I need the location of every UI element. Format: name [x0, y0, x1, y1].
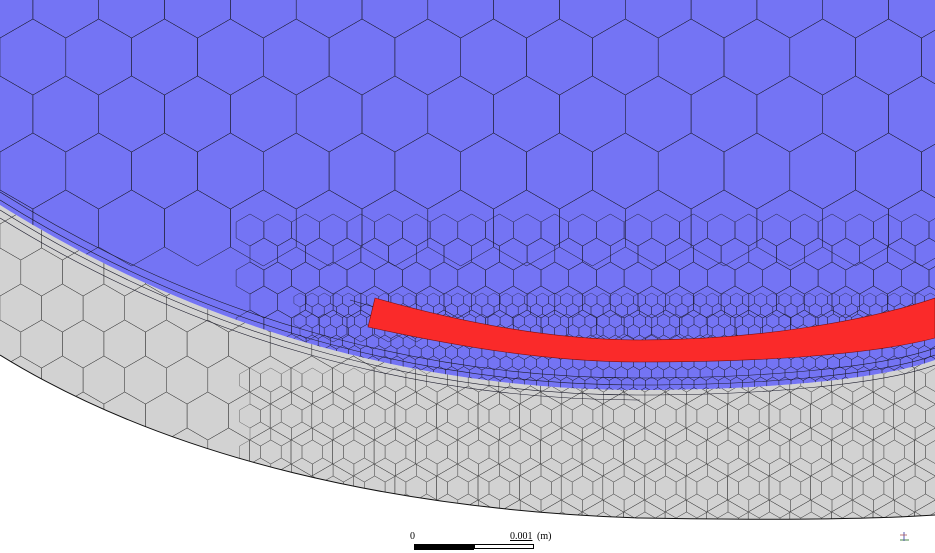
mesh-cell — [572, 511, 594, 520]
fluid-region — [0, 0, 935, 390]
mesh-cell — [842, 511, 864, 520]
mesh-cell — [578, 387, 592, 390]
mesh-cell — [779, 511, 801, 520]
scale-white-segment — [474, 544, 534, 549]
mesh-cell — [738, 511, 760, 520]
mesh-cell — [540, 499, 583, 520]
mesh-cell — [498, 499, 541, 520]
scale-black-segment — [414, 544, 474, 550]
mesh-cell — [706, 499, 749, 520]
mesh-cell — [581, 499, 624, 520]
outer-boundary — [0, 354, 935, 520]
mesh-cell — [655, 511, 677, 520]
mesh-cell — [789, 499, 832, 520]
mesh-cell — [627, 387, 640, 390]
mesh-cell — [862, 511, 885, 520]
mesh-cell — [717, 511, 739, 520]
scale-end-label: 0.001 — [510, 531, 533, 542]
mesh-cell — [687, 387, 701, 390]
mesh-cell — [883, 511, 905, 520]
mesh-cell — [696, 511, 718, 520]
solid-region — [0, 205, 935, 520]
boundary-layer-lines — [0, 191, 935, 401]
mesh-cell — [888, 189, 935, 267]
mesh-cell — [724, 387, 737, 390]
scale-bar: 0 0.001 (m) — [405, 532, 565, 550]
mesh-cell — [800, 511, 822, 520]
mesh-cell — [747, 499, 791, 520]
mesh-cell — [872, 499, 915, 520]
axis-triad-icon — [900, 532, 909, 541]
mesh-cell — [457, 499, 500, 520]
mesh-cell — [639, 387, 652, 390]
mesh-cell — [634, 511, 656, 520]
mesh-cell — [675, 511, 698, 520]
scale-start-label: 0 — [410, 531, 415, 542]
mesh-cell — [664, 499, 707, 520]
mesh-cell — [663, 387, 677, 390]
mesh-cell — [623, 499, 666, 520]
mesh-cell — [904, 511, 926, 520]
mesh-cell — [821, 511, 843, 520]
mesh-cell — [590, 387, 604, 390]
mesh-cell — [551, 511, 573, 520]
mesh-cell — [831, 499, 874, 520]
mesh-cell — [699, 387, 713, 390]
mesh-cell — [592, 511, 614, 520]
scale-unit-label: (m) — [537, 531, 552, 542]
mesh-cell — [566, 387, 580, 390]
mesh-cell — [613, 511, 635, 520]
mesh-cell — [712, 387, 725, 390]
mesh-cell — [651, 387, 664, 390]
mesh-cell — [602, 387, 616, 390]
mesh-cell — [759, 511, 781, 520]
mesh-cell — [615, 387, 628, 390]
mesh-cell — [675, 387, 689, 390]
heated-strip — [367, 297, 935, 363]
